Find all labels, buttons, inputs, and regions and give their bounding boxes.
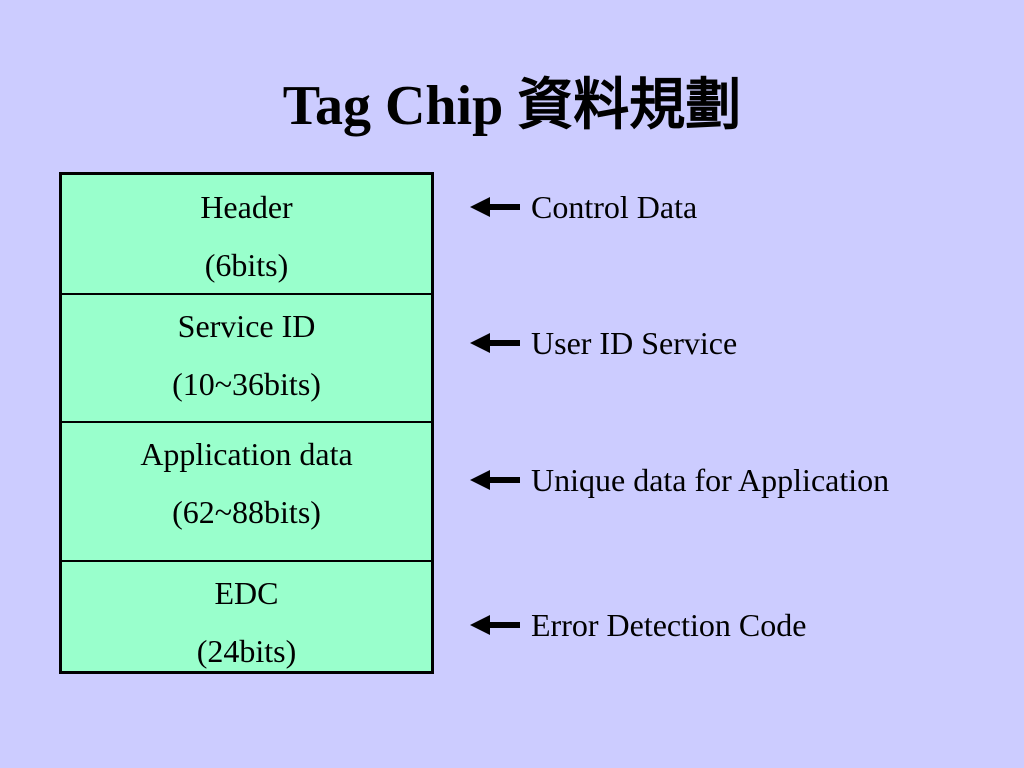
application-data-field-size: (62~88bits) — [172, 494, 321, 530]
service-id-field-size: (10~36bits) — [172, 366, 321, 402]
header-description-label: Control Data — [531, 189, 698, 225]
header-description-annotation: Control Data — [466, 187, 697, 227]
edc-field-row: EDC (24bits) — [62, 560, 431, 674]
left-arrow-icon — [470, 615, 520, 635]
application-data-description-annotation: Unique data for Application — [466, 460, 889, 500]
application-data-field-name: Application data — [140, 436, 353, 472]
left-arrow-icon — [470, 333, 520, 353]
application-data-field-row: Application data (62~88bits) — [62, 421, 431, 560]
tag-data-layout-table: Header (6bits) Service ID (10~36bits) Ap… — [59, 172, 434, 674]
service-id-description-annotation: User ID Service — [466, 323, 737, 363]
service-id-field-name: Service ID — [177, 308, 316, 344]
edc-field-size: (24bits) — [196, 633, 297, 669]
service-id-description-label: User ID Service — [531, 325, 738, 361]
header-field-name: Header — [200, 189, 293, 225]
left-arrow-icon — [470, 197, 520, 217]
slide-title: Tag Chip 資料規劃 — [282, 75, 742, 137]
edc-description-label: Error Detection Code — [531, 607, 807, 643]
left-arrow-icon — [470, 470, 520, 490]
edc-field-name: EDC — [214, 575, 279, 611]
header-field-size: (6bits) — [204, 247, 289, 283]
service-id-field-row: Service ID (10~36bits) — [62, 293, 431, 421]
header-field-row: Header (6bits) — [62, 175, 431, 293]
application-data-description-label: Unique data for Application — [531, 462, 890, 498]
edc-description-annotation: Error Detection Code — [466, 605, 806, 645]
